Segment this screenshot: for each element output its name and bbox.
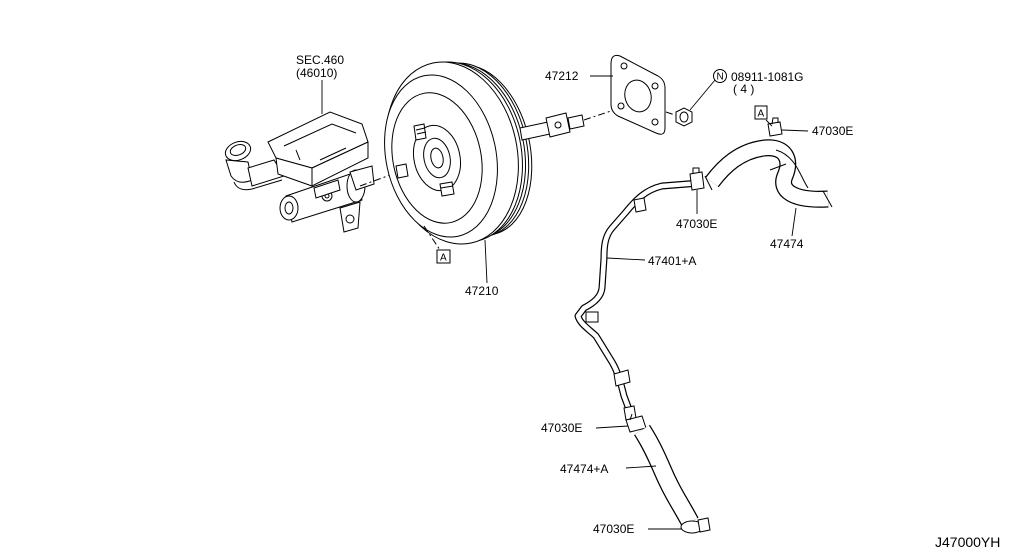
upper-clamp [767,117,783,137]
sec-label: SEC.460 [296,53,344,67]
booster-part-number: 47210 [465,284,499,298]
gasket-part-number: 47212 [545,69,579,83]
bottom-clamp [680,517,711,534]
middle-clamp-part-number: 47030E [676,217,717,231]
upper-clamp-part-number: 47030E [812,124,853,138]
reference-a-top: A [754,105,768,120]
reference-a-top-label: A [758,109,765,120]
reference-a-left: A [436,249,451,264]
brake-booster [384,61,585,245]
nut-part-number: 08911-1081G [731,70,804,84]
upper-hose [704,139,833,208]
sec-code-label: (46010) [296,66,337,80]
nut-quantity: ( 4 ) [733,82,754,96]
brake-pipe [574,179,701,421]
lower-hose [633,424,699,527]
lower-hose-part-number: 47474+A [560,462,608,476]
reference-a-left-label: A [440,253,447,264]
upper-hose-part-number: 47474 [770,237,804,251]
nut-symbol: N [717,72,724,83]
nut-part-callout: N 08911-1081G ( 4 ) [713,69,804,96]
gasket [610,54,666,135]
diagram-id: J47000YH [935,534,1000,550]
bottom-clamp-part-number: 47030E [593,522,634,536]
master-cylinder [224,111,375,233]
nut [675,107,693,127]
middle-clamp [689,167,705,191]
leader-lines [321,75,809,530]
brake-pipe-part-number: 47401+A [648,254,696,268]
lower-clamp-part-number: 47030E [541,421,582,435]
